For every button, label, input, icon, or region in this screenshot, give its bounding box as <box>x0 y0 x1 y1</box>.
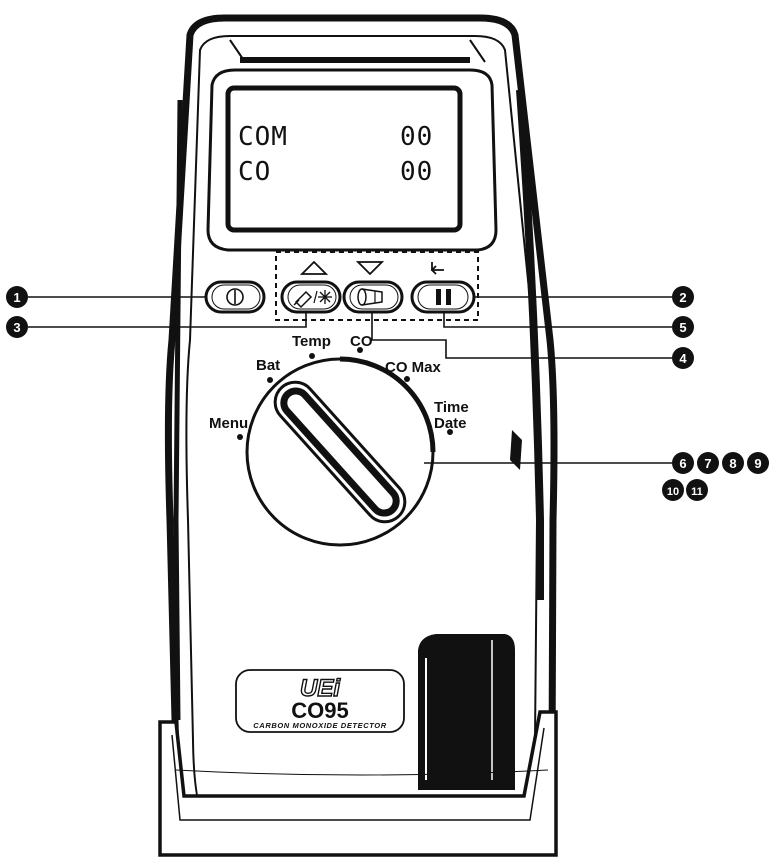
backlight-print-button[interactable] <box>280 280 342 314</box>
lcd-row2-label: CO <box>238 157 271 187</box>
callout-2: 2 <box>672 286 694 308</box>
brand-logo: UEi <box>300 675 341 702</box>
callout-10: 10 <box>662 479 684 501</box>
dial-position-date: Date <box>434 415 467 432</box>
svg-text:2: 2 <box>679 290 686 305</box>
lcd-row2-value: 00 <box>400 157 433 187</box>
enter-icon <box>430 262 444 275</box>
callout-lines <box>28 296 672 464</box>
dial-position-menu: Menu <box>209 415 248 432</box>
print-icon <box>293 290 313 309</box>
callout-9: 9 <box>747 452 769 474</box>
callout-11: 11 <box>686 479 708 501</box>
svg-text:7: 7 <box>704 456 711 471</box>
svg-text:4: 4 <box>679 351 687 366</box>
callout-8: 8 <box>722 452 744 474</box>
svg-text:5: 5 <box>679 320 686 335</box>
svg-text:9: 9 <box>754 456 761 471</box>
down-arrow-icon <box>355 261 385 276</box>
callout-6: 6 <box>672 452 694 474</box>
callout-badges: 1 2 3 4 5 6 7 8 <box>6 286 769 501</box>
pause-icon <box>436 289 451 305</box>
svg-text:11: 11 <box>691 486 703 498</box>
button-panel <box>204 251 479 321</box>
lcd-row1-label: COM <box>238 122 288 152</box>
probe-slot <box>418 634 515 790</box>
flashlight-icon <box>357 288 383 306</box>
svg-text:6: 6 <box>679 456 686 471</box>
dial-position-co: CO <box>350 333 373 350</box>
dial-position-temp: Temp <box>292 333 331 350</box>
dial-position-time: Time <box>434 399 469 416</box>
power-button[interactable] <box>204 280 266 314</box>
product-subtitle: CARBON MONOXIDE DETECTOR <box>253 721 386 730</box>
dial-position-co-max: CO Max <box>385 359 442 376</box>
dial-position-bat: Bat <box>256 357 280 374</box>
up-arrow-icon <box>299 260 329 275</box>
callout-4: 4 <box>672 347 694 369</box>
dial-pointer <box>273 380 407 524</box>
protective-boot <box>158 710 558 857</box>
svg-text:10: 10 <box>667 486 679 498</box>
hold-button[interactable] <box>410 280 476 314</box>
svg-text:1: 1 <box>13 290 20 305</box>
model-name: CO95 <box>291 698 348 723</box>
callout-1: 1 <box>6 286 28 308</box>
lcd-row1-value: 00 <box>400 122 433 152</box>
backlight-icon <box>318 290 332 304</box>
callout-3: 3 <box>6 316 28 338</box>
navigation-group-outline <box>275 251 479 321</box>
logo-plate: UEi CO95 CARBON MONOXIDE DETECTOR <box>235 669 405 733</box>
rotary-dial[interactable]: Menu Bat Temp CO CO Max Time Date <box>209 333 469 547</box>
svg-text:3: 3 <box>13 320 20 335</box>
callout-5: 5 <box>672 316 694 338</box>
callout-7: 7 <box>697 452 719 474</box>
svg-text:8: 8 <box>729 456 736 471</box>
power-icon <box>226 288 244 306</box>
lcd-display: COM 00 CO 00 <box>206 68 498 252</box>
flashlight-button[interactable] <box>342 280 404 314</box>
